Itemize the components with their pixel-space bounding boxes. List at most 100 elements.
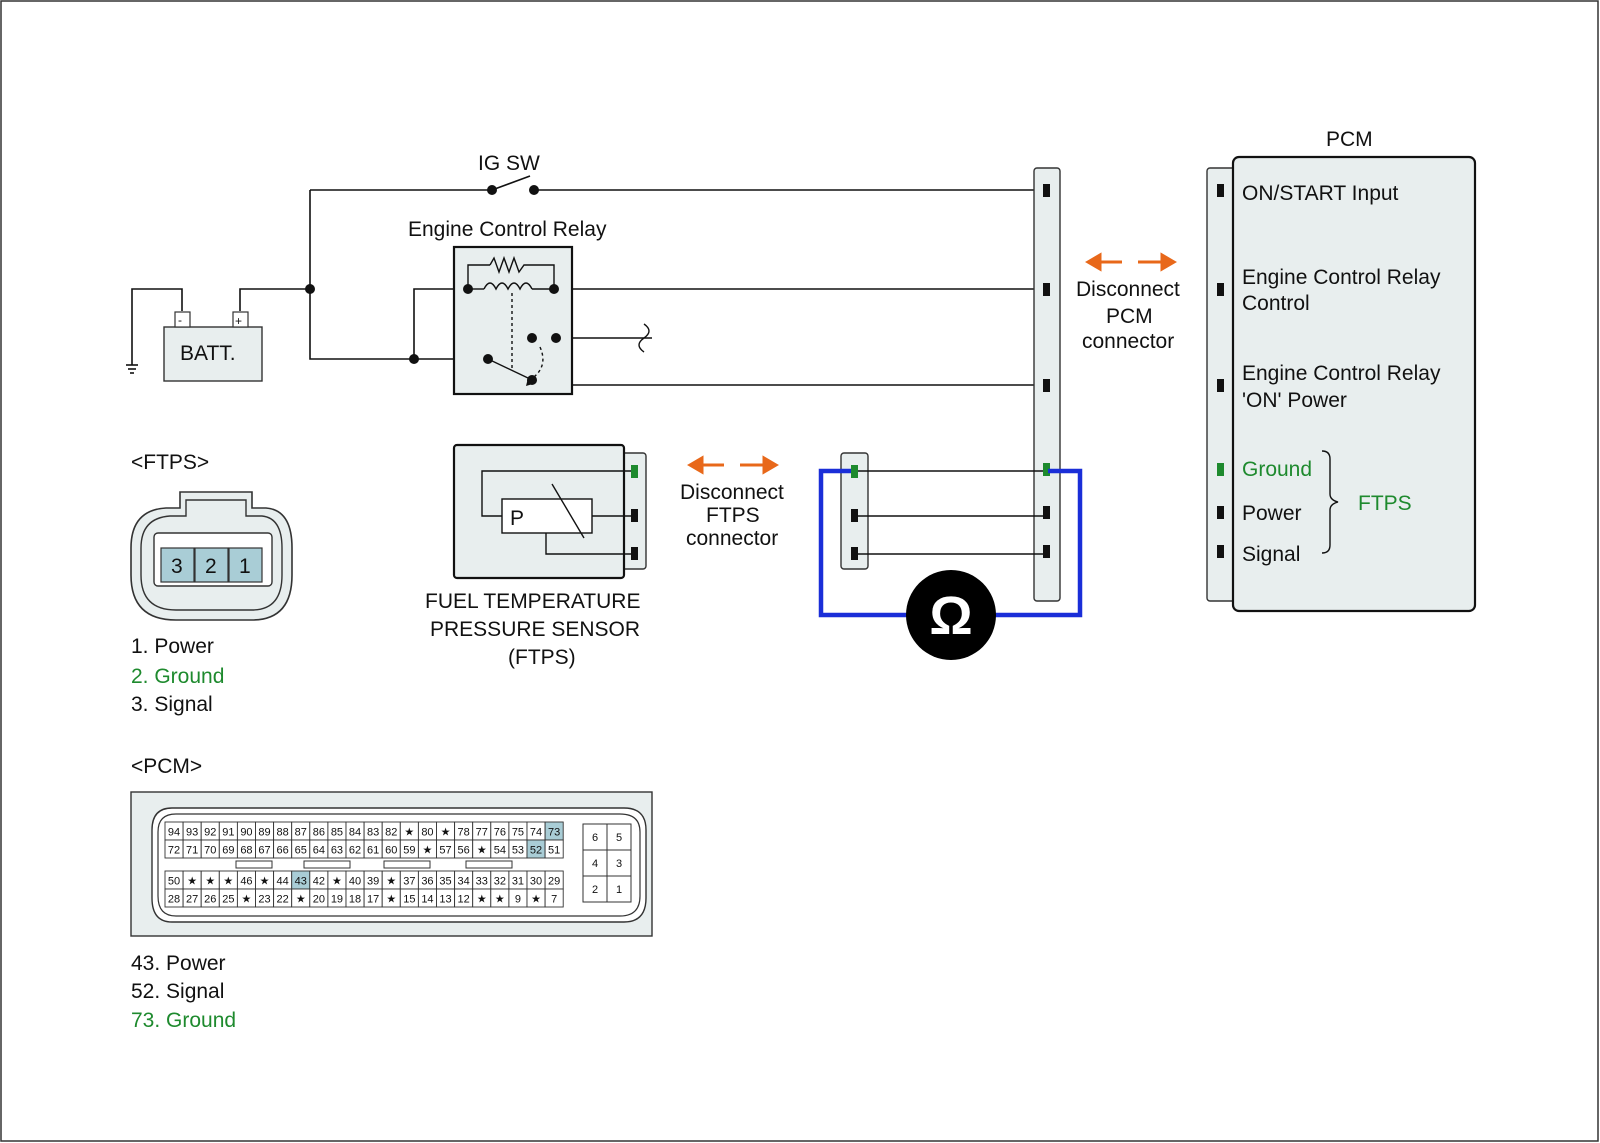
pcm-pin-label: 29 — [548, 876, 560, 888]
pcm-pin-label: 63 — [331, 845, 343, 857]
relay-terminal — [463, 284, 473, 294]
pcm-pin-label: 89 — [258, 827, 270, 839]
battery-pos-terminal — [232, 311, 249, 328]
pcm-pin-label: 42 — [313, 876, 325, 888]
pcm-pin-label: ★ — [296, 894, 306, 906]
pcm-pin-label: ★ — [205, 876, 215, 888]
sensor-connector-pins — [631, 465, 638, 560]
pcm-pin-label: 68 — [240, 845, 252, 857]
pcm-pin-label: ★ — [260, 876, 270, 888]
pcm-pin-label: 93 — [186, 827, 198, 839]
pcm-pin-label: 22 — [277, 894, 289, 906]
pcm-pin-label: 67 — [258, 845, 270, 857]
pcm-pin-label: 82 — [385, 827, 397, 839]
pcm-pin-label: 94 — [168, 827, 180, 839]
relay-terminal — [527, 333, 537, 343]
disconnect-ftps-arrows — [687, 455, 779, 475]
pcm-pin-label: 36 — [421, 876, 433, 888]
ftps-pin-1: 1 — [239, 555, 251, 578]
pcm-pin-label: 91 — [222, 827, 234, 839]
pcm-pin-relay-on-power-1: Engine Control Relay — [1242, 362, 1441, 385]
pcm-pin-label: 74 — [530, 827, 542, 839]
disconnect-ftps-line2: FTPS — [706, 504, 760, 527]
pcm-pin-signal: Signal — [1242, 543, 1300, 566]
pcm-title: PCM — [1326, 128, 1373, 151]
ftps-connector-heading: <FTPS> — [131, 451, 209, 474]
battery-label: BATT. — [180, 342, 236, 365]
pcm-pin-label: ★ — [242, 894, 252, 906]
pcm-small-pin-label: 4 — [592, 858, 598, 870]
ig-sw-terminal-left — [487, 185, 497, 195]
pcm-pin-label: 14 — [421, 894, 433, 906]
pcm-pin-label: 61 — [367, 845, 379, 857]
ftps-legend-ground: 2. Ground — [131, 665, 224, 688]
relay-terminal — [483, 354, 493, 364]
pcm-pin-label: 52 — [530, 845, 542, 857]
pcm-connector-inner-outline — [157, 813, 641, 917]
pcm-small-pin-label: 2 — [592, 884, 598, 896]
pcm-pin-label: 18 — [349, 894, 361, 906]
pcm-pin-label: 12 — [458, 894, 470, 906]
pcm-pin-label: 30 — [530, 876, 542, 888]
relay-terminal — [549, 284, 559, 294]
pcm-latch-tab — [383, 860, 431, 869]
pcm-pin-label: 15 — [403, 894, 415, 906]
pcm-pin-label: 73 — [548, 827, 560, 839]
ftps-pin-3: 3 — [171, 555, 183, 578]
pcm-pin-label: 32 — [494, 876, 506, 888]
pcm-pin-label: ★ — [187, 876, 197, 888]
pcm-pin-label: 37 — [403, 876, 415, 888]
pcm-pin-label: ★ — [477, 894, 487, 906]
pcm-harness-pins — [1043, 184, 1050, 558]
ig-sw-terminal-right — [529, 185, 539, 195]
pcm-pin-label: ★ — [531, 894, 541, 906]
ftps-harness-wires — [858, 470, 1043, 555]
pcm-pin-label: 75 — [512, 827, 524, 839]
pcm-pin-label: 34 — [458, 876, 470, 888]
pcm-pin-label: ★ — [386, 876, 396, 888]
disconnect-ftps-line1: Disconnect — [680, 481, 784, 504]
pcm-pin-label: ★ — [404, 827, 414, 839]
pcm-pin-label: 39 — [367, 876, 379, 888]
ftps-connector-pins — [160, 547, 263, 583]
pcm-pin-cell — [544, 839, 564, 859]
pcm-pin-label: 50 — [168, 876, 180, 888]
pcm-legend-signal: 52. Signal — [131, 980, 224, 1003]
relay-box — [452, 245, 574, 396]
sensor-caption-line2: PRESSURE SENSOR — [430, 618, 640, 641]
pcm-pin-label: 57 — [439, 845, 451, 857]
pcm-pin-label: ★ — [423, 845, 433, 857]
ftps-legend-power: 1. Power — [131, 635, 214, 658]
pcm-pin-label: 43 — [295, 876, 307, 888]
pcm-pin-label: 35 — [439, 876, 451, 888]
pcm-pin-label: 26 — [204, 894, 216, 906]
ohmmeter-symbol: Ω — [929, 586, 972, 646]
sensor-p-label: P — [510, 507, 524, 530]
pcm-pin-label: 23 — [258, 894, 270, 906]
pcm-pin-label: 56 — [458, 845, 470, 857]
battery-neg-terminal — [174, 311, 191, 328]
pcm-pin-ground: Ground — [1242, 458, 1312, 481]
disconnect-pcm-line2: PCM — [1106, 305, 1153, 328]
battery-box — [163, 326, 263, 382]
pcm-pin-label: ★ — [495, 894, 505, 906]
pcm-pin-label: 40 — [349, 876, 361, 888]
pcm-pin-label: 19 — [331, 894, 343, 906]
pcm-pin-label: 51 — [548, 845, 560, 857]
pcm-small-pin-cell — [606, 875, 632, 903]
relay-terminal — [551, 333, 561, 343]
battery-plus-sign: + — [235, 314, 242, 328]
ig-switch-contact — [491, 175, 531, 191]
pcm-pin-on-start: ON/START Input — [1242, 182, 1399, 205]
pcm-pin-label: 69 — [222, 845, 234, 857]
relay-label: Engine Control Relay — [408, 218, 607, 241]
pcm-pin-label: 59 — [403, 845, 415, 857]
pcm-pin-label: 7 — [551, 894, 557, 906]
pcm-pin-label: 53 — [512, 845, 524, 857]
pcm-pin-label: 87 — [295, 827, 307, 839]
disconnect-pcm-line1: Disconnect — [1076, 278, 1180, 301]
pcm-connector-heading: <PCM> — [131, 755, 202, 778]
pcm-pin-label: 17 — [367, 894, 379, 906]
